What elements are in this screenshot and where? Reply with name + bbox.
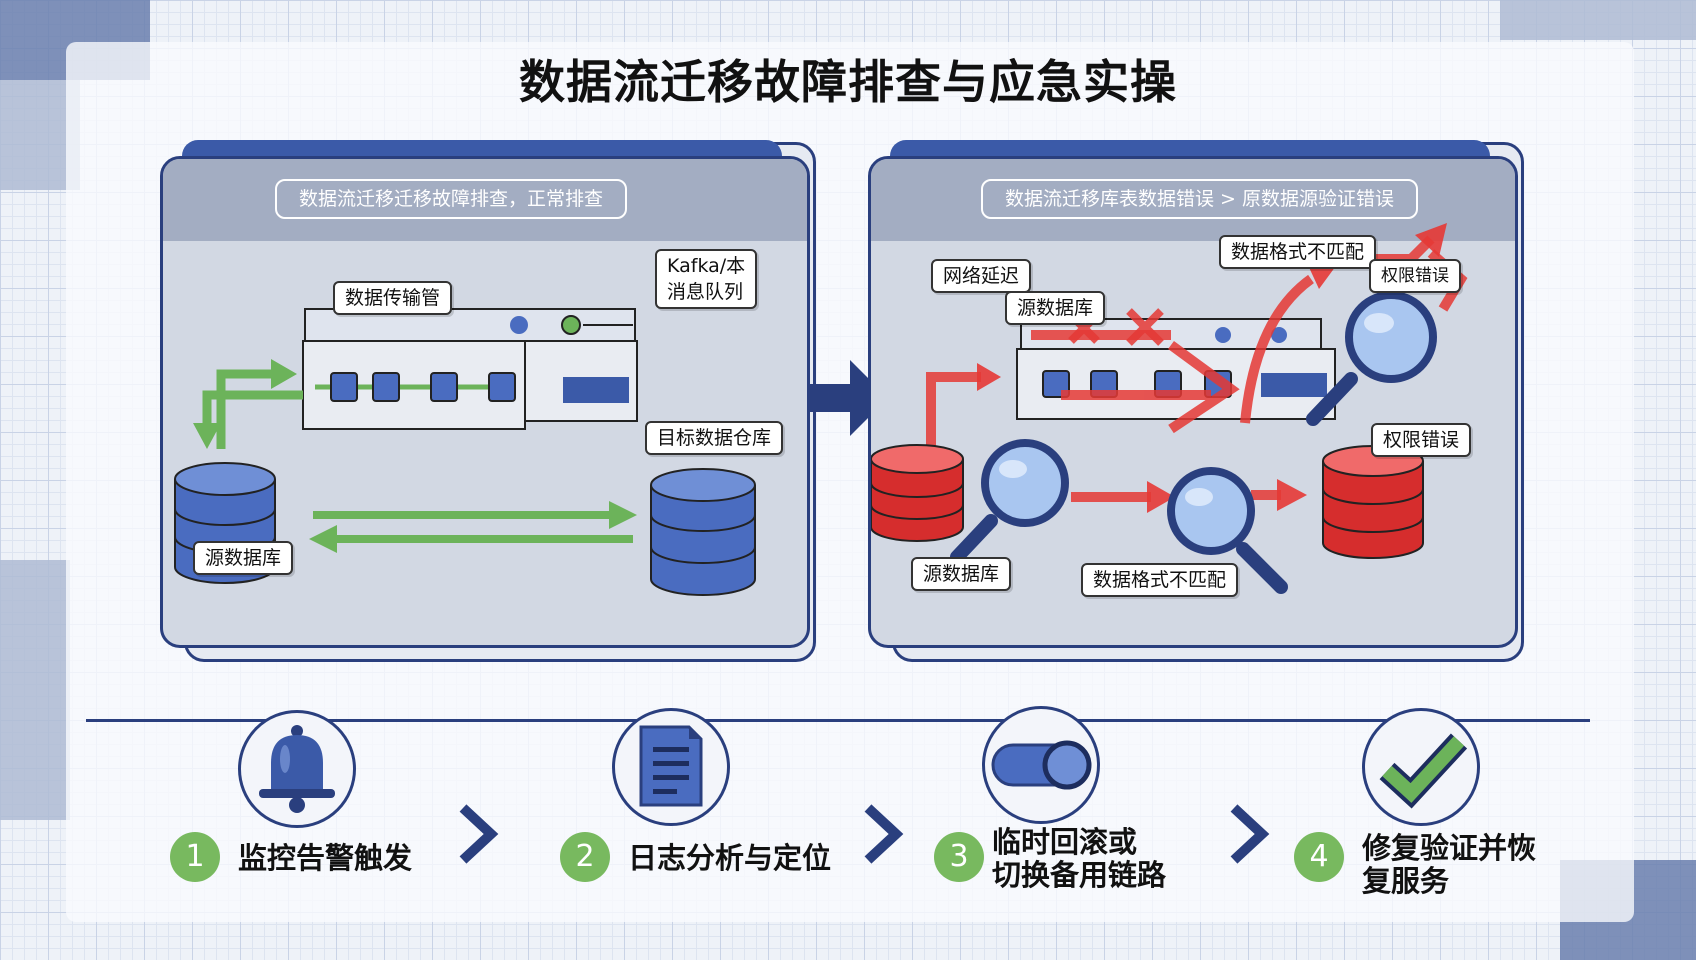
chevron-right-icon (1230, 804, 1270, 864)
pipeline-node (430, 372, 458, 402)
green-arrow-down (202, 390, 303, 427)
red-arrowhead (1277, 479, 1307, 511)
step-3-label-line2: 切换备用链路 (992, 858, 1167, 892)
panel-subtitle: 数据流迁移迁移故障排查，正常排查 (275, 179, 628, 219)
error-tag-label: 权限错误 (1369, 259, 1461, 293)
pipeline-slot (563, 377, 629, 403)
kafka-label-line2: 消息队列 (667, 281, 744, 303)
magnifier-icon (950, 439, 1069, 564)
source-database-icon (174, 462, 276, 584)
step-1-icon-circle (238, 710, 356, 828)
chevron-right-icon (864, 804, 904, 864)
step-1-number-badge: 1 (170, 832, 220, 882)
green-arrow-up (216, 369, 273, 449)
green-arrowhead (609, 501, 637, 529)
checkmark-icon (1379, 733, 1468, 809)
step-4-label-line2: 复服务 (1362, 864, 1450, 898)
panel-body: 数据流迁移迁移故障排查，正常排查 (160, 156, 810, 648)
step-2-number-badge: 2 (560, 832, 610, 882)
step-1-label: 监控告警触发 (238, 842, 412, 875)
kafka-label-line1: Kafka/本 (667, 255, 746, 277)
pipeline-slot (1261, 373, 1327, 397)
document-icon (639, 725, 703, 807)
background-shape (0, 560, 70, 820)
source-database-label: 源数据库 (1005, 291, 1106, 325)
status-dot-blue (1215, 327, 1231, 343)
step-2-label: 日志分析与定位 (628, 842, 831, 875)
green-arrowhead (193, 423, 221, 449)
fault-flow-panel: 数据流迁移库表数据错误 > 原数据源验证错误 (868, 140, 1524, 662)
red-arrowhead (977, 363, 1001, 391)
panel-header: 数据流迁移迁移故障排查，正常排查 (163, 159, 807, 241)
step-3-label: 临时回滚或 切换备用链路 (992, 826, 1166, 892)
target-database-label: 目标数据仓库 (645, 421, 784, 455)
background-shape (1500, 0, 1696, 40)
source-database-label: 源数据库 (193, 541, 294, 575)
chevron-right-icon (459, 804, 499, 864)
panel-body: 数据流迁移库表数据错误 > 原数据源验证错误 (868, 156, 1518, 648)
target-database-error-icon (1322, 445, 1424, 559)
toggle-switch-icon (991, 740, 1092, 790)
red-arrowhead (1415, 223, 1447, 257)
target-database-icon (650, 468, 756, 596)
source-database-label: 源数据库 (911, 557, 1012, 591)
normal-flow-diagram (174, 308, 756, 596)
step-3-label-line1: 临时回滚或 (992, 825, 1138, 859)
permission-error-label: 权限错误 (1371, 423, 1472, 457)
step-4-icon-circle (1362, 708, 1480, 826)
step-2-icon-circle (612, 708, 730, 826)
status-dot-blue (1271, 327, 1287, 343)
main-title: 数据流迁移故障排查与应急实操 (519, 55, 1177, 109)
kafka-queue-label: Kafka/本 消息队列 (655, 249, 758, 309)
green-arrowhead (271, 359, 297, 389)
panel-header: 数据流迁移库表数据错误 > 原数据源验证错误 (871, 159, 1515, 241)
pipeline-node (488, 372, 516, 402)
normal-flow-panel: 数据流迁移迁移故障排查，正常排查 (160, 140, 816, 662)
source-database-error-icon (871, 444, 964, 542)
pipeline-node (330, 372, 358, 402)
step-4-number-badge: 4 (1294, 832, 1344, 882)
panel-subtitle: 数据流迁移库表数据错误 > 原数据源验证错误 (981, 179, 1419, 219)
step-3-number-badge: 3 (934, 832, 984, 882)
network-delay-label: 网络延迟 (931, 259, 1032, 293)
step-4-label-line1: 修复验证并恢 (1362, 831, 1537, 865)
magnifier-icon (1306, 291, 1437, 426)
magnifier-icon (1167, 467, 1288, 594)
status-dot-green (561, 315, 581, 335)
format-mismatch-label: 数据格式不匹配 (1081, 563, 1239, 597)
step-1-label-line1: 监控告警触发 (238, 841, 413, 875)
step-4-label: 修复验证并恢 复服务 (1362, 832, 1536, 898)
status-dot-blue (510, 316, 528, 334)
bell-icon (259, 725, 335, 813)
steps-divider (86, 719, 1590, 722)
red-arrowhead (1147, 481, 1175, 513)
green-arrowhead (309, 525, 337, 553)
format-mismatch-label: 数据格式不匹配 (1219, 235, 1377, 269)
step-3-icon-circle (982, 706, 1100, 824)
pipeline-label: 数据传输管 (333, 281, 453, 315)
pipeline-node (372, 372, 400, 402)
step-2-label-line1: 日志分析与定位 (628, 841, 832, 875)
